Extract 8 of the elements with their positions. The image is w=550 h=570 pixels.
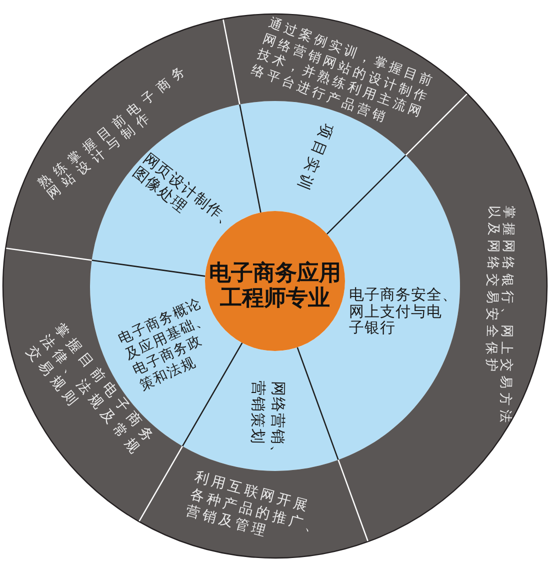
segment-label: 网页设计制作、图像处理: [129, 150, 239, 234]
segment-label: 电子商务安全、网上支付与电子银行: [348, 286, 458, 336]
outer-ring-segment: [5, 18, 240, 261]
segment-label: 项目实训: [293, 121, 337, 195]
outer-ring-segment: [138, 446, 369, 559]
segment-label: 网络营销、营销策划: [248, 380, 289, 462]
segment-label: 利用互联网开展各种产品的推广、营销及管理: [184, 469, 325, 542]
segment-label: 掌握网络银行、网上交易方法以及网络交易安全保护: [482, 205, 516, 427]
